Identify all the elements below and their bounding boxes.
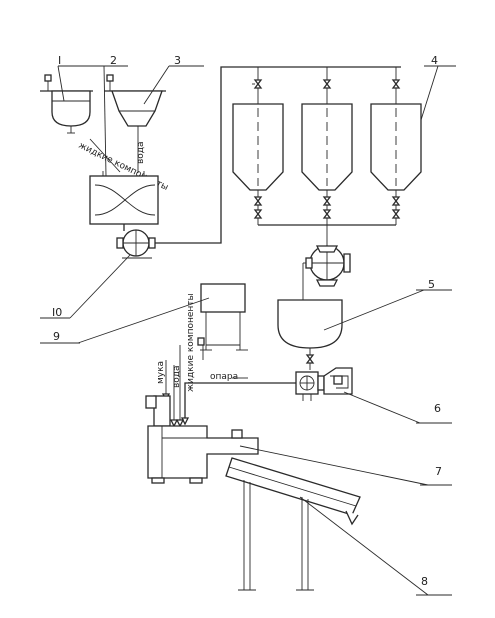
- opara-label: опара: [210, 372, 238, 382]
- label-5: 5: [428, 278, 435, 291]
- muka-label: мука: [156, 361, 166, 384]
- label-1: I: [58, 54, 61, 67]
- dosing-pump-6: 6: [295, 367, 452, 424]
- liquid-components-bottom: жидкие компоненты: [186, 293, 196, 392]
- pump-10: I0: [40, 229, 156, 319]
- dry-hopper-3: 3: [104, 54, 204, 173]
- voda-top: вода: [136, 141, 146, 164]
- dosing-station-9: 9: [40, 283, 248, 360]
- receiver-vessel-5: 5: [277, 278, 452, 370]
- fermentation-tanks-4: 4: [232, 54, 456, 246]
- label-3: 3: [174, 54, 181, 67]
- dosing-tank-1: I: [40, 54, 104, 134]
- conveyor-8: 8: [225, 457, 452, 596]
- mixer-2: [89, 171, 159, 231]
- label-2: 2: [110, 54, 117, 67]
- label-7: 7: [435, 465, 442, 478]
- label-6: 6: [434, 402, 441, 415]
- voda-bottom: вода: [172, 365, 182, 388]
- kneader-7: 7: [145, 395, 452, 486]
- label-9: 9: [53, 330, 60, 343]
- label-10: I0: [52, 306, 62, 319]
- leader-2: 2: [97, 54, 128, 177]
- transfer-pump: [302, 245, 351, 300]
- label-4: 4: [431, 54, 438, 67]
- label-8: 8: [421, 575, 428, 588]
